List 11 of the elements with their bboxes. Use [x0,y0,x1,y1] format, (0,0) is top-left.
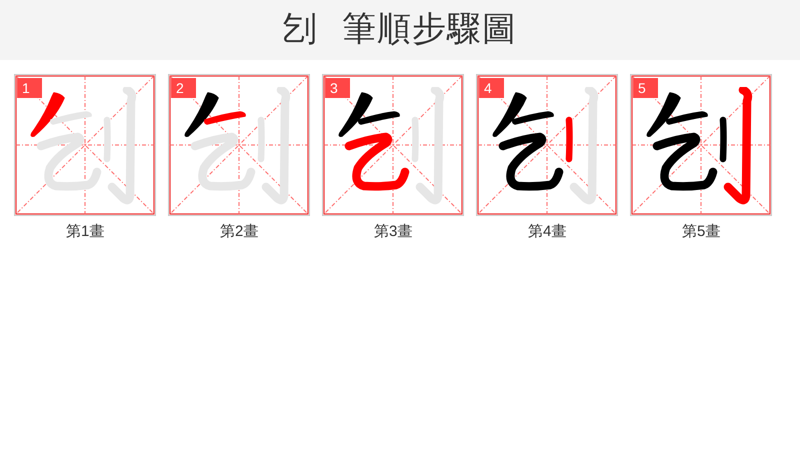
stroke-number: 1 [17,78,42,98]
title: 刉 筆順步驟圖 [282,9,518,50]
stroke-number: 2 [171,78,196,98]
stroke-number: 5 [633,78,658,98]
step-caption: 第3畫 [374,223,412,241]
stroke-number: 3 [325,78,350,98]
step-caption: 第2畫 [220,223,258,241]
step-caption: 第1畫 [66,223,104,241]
step-caption: 第5畫 [682,223,720,241]
step-caption: 第4畫 [528,223,566,241]
stroke-number: 4 [479,78,504,98]
